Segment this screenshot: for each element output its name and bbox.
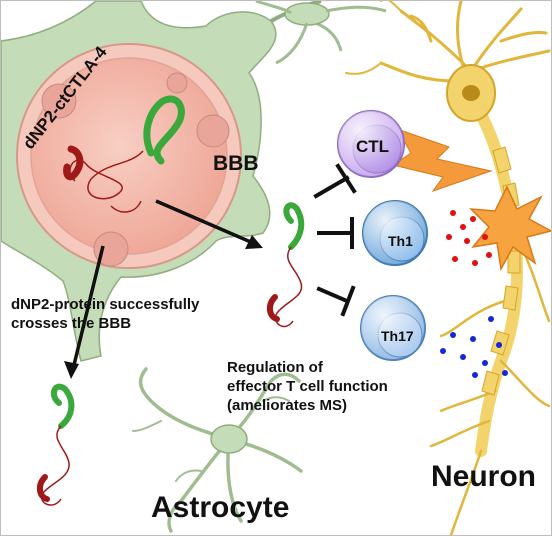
arrows	[64, 199, 263, 379]
cytokines-blue	[440, 316, 508, 378]
astrocyte-bottom	[132, 367, 303, 533]
protein-in-brain	[37, 383, 75, 506]
regulation-text-line3: (ameliorates MS)	[227, 397, 348, 414]
cell-ctl-label: CTL	[356, 137, 390, 156]
neuron-label: Neuron	[431, 460, 536, 493]
crosses-text-line2: crosses the BBB	[11, 315, 132, 332]
astrocyte-top	[255, 1, 387, 65]
damage-burst-icon	[469, 185, 551, 272]
protein-in-vessel	[63, 95, 185, 213]
astrocyte-bottom-soma	[210, 424, 248, 454]
regulation-text-line1: Regulation of	[227, 359, 323, 376]
cell-th1	[362, 200, 428, 266]
regulation-text-line2: effector T cell function	[227, 378, 388, 395]
lightning-icon	[391, 128, 493, 192]
cell-th17-label: Th17	[381, 328, 414, 344]
inhibition-bars	[313, 163, 357, 317]
neuron-soma	[446, 64, 496, 122]
cell-ctl	[337, 110, 405, 178]
astrocyte-label: Astrocyte	[151, 491, 290, 524]
bbb-label: BBB	[213, 152, 259, 175]
crosses-text-line1: dNP2-protein successfully	[11, 296, 200, 313]
blood-vessel	[16, 43, 242, 269]
cell-th1-label: Th1	[388, 233, 413, 249]
cell-th17	[360, 295, 426, 361]
protein-crossed-bbb	[267, 202, 305, 328]
neuron-myelin	[481, 146, 521, 396]
cytokines-red	[446, 210, 492, 266]
